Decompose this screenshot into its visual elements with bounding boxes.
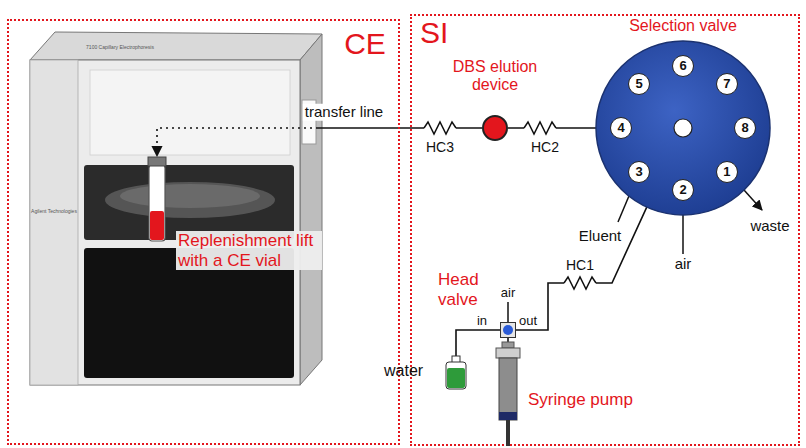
part-label: in <box>477 314 487 328</box>
port-number: 3 <box>629 162 649 181</box>
restrictor-coil <box>524 122 556 134</box>
dbs-shape <box>482 115 508 141</box>
tubing-line <box>508 338 509 342</box>
tubing-segment <box>318 127 482 129</box>
node-label: DBS elution device <box>440 58 550 95</box>
node-label: SI <box>420 16 470 51</box>
tubing-segment <box>507 338 509 342</box>
vial-shape <box>148 157 166 243</box>
valve-port: 4 <box>610 117 632 139</box>
drawing-part <box>424 121 456 135</box>
vial-lift: Replenishment lift with a CE vial <box>146 153 326 283</box>
tubing-line <box>508 128 610 129</box>
instrument-text: 7100 Capillary Electrophoresis <box>86 45 154 51</box>
valve-port: 1 <box>716 161 738 183</box>
drawing-part <box>105 182 275 218</box>
port-number: 2 <box>673 180 693 199</box>
node-label: Syringe pump <box>528 390 652 410</box>
valve-port: 3 <box>628 161 650 183</box>
node-label: Selection valve <box>583 17 783 35</box>
drawing-part <box>90 70 290 155</box>
air-port-line <box>507 302 509 322</box>
drawing-part <box>564 276 596 290</box>
tubing-segment <box>508 127 610 129</box>
part-label: HC2 <box>531 140 559 155</box>
restrictor-coil <box>424 122 456 134</box>
part-label: HC3 <box>426 140 454 155</box>
node-label: Replenishment lift with a CE vial <box>176 231 322 270</box>
valve-port: 8 <box>734 117 756 139</box>
valve-port: 2 <box>672 179 694 201</box>
hv-shape <box>500 322 516 338</box>
drawing-part <box>30 60 300 385</box>
part-label: HC1 <box>566 258 594 273</box>
part-label: Eluent <box>579 228 622 245</box>
port-number: 7 <box>717 74 737 93</box>
drawing-part <box>30 60 78 385</box>
valve-port: 6 <box>672 55 694 77</box>
pump-shape <box>496 342 520 446</box>
node-label: CE <box>335 27 395 62</box>
elution-device: DBS elution device <box>440 58 550 144</box>
port-number: 6 <box>673 56 693 75</box>
tubing-line <box>456 330 500 356</box>
part-label: waste <box>750 218 789 235</box>
selection-valve: 6 5 7 4 8 3 1 2 Selection valve <box>583 17 783 217</box>
port-number: 5 <box>629 74 649 93</box>
port-number: 8 <box>735 118 755 137</box>
bottle-shape <box>444 356 468 390</box>
node-label: Head valve <box>438 270 492 309</box>
port-number: 1 <box>717 162 737 181</box>
tubing-segment <box>456 330 500 356</box>
water-bottle: water <box>384 354 474 390</box>
instrument-text: Agilent Technologies <box>31 209 77 215</box>
region-outline: Replenishment lift with a CE vial CE <box>7 19 400 445</box>
valve-port: 7 <box>716 73 738 95</box>
head-valve: Head valve <box>438 268 518 340</box>
node-label: water <box>384 362 442 380</box>
part-label: air <box>501 286 515 300</box>
drawing-part <box>524 121 556 135</box>
tubing-segment <box>157 128 318 156</box>
drawing-part <box>30 32 322 60</box>
drawing-part <box>120 184 260 208</box>
part-label: air <box>675 256 692 273</box>
drawing-part <box>84 165 294 240</box>
syringe-pump: Syringe pump <box>494 340 654 446</box>
restrictor-coil <box>564 277 596 289</box>
valve-port: 5 <box>628 73 650 95</box>
edge-label: transfer line <box>303 104 385 121</box>
part-label: out <box>519 314 537 328</box>
port-number: 4 <box>611 118 631 137</box>
drawing-part <box>300 34 322 385</box>
